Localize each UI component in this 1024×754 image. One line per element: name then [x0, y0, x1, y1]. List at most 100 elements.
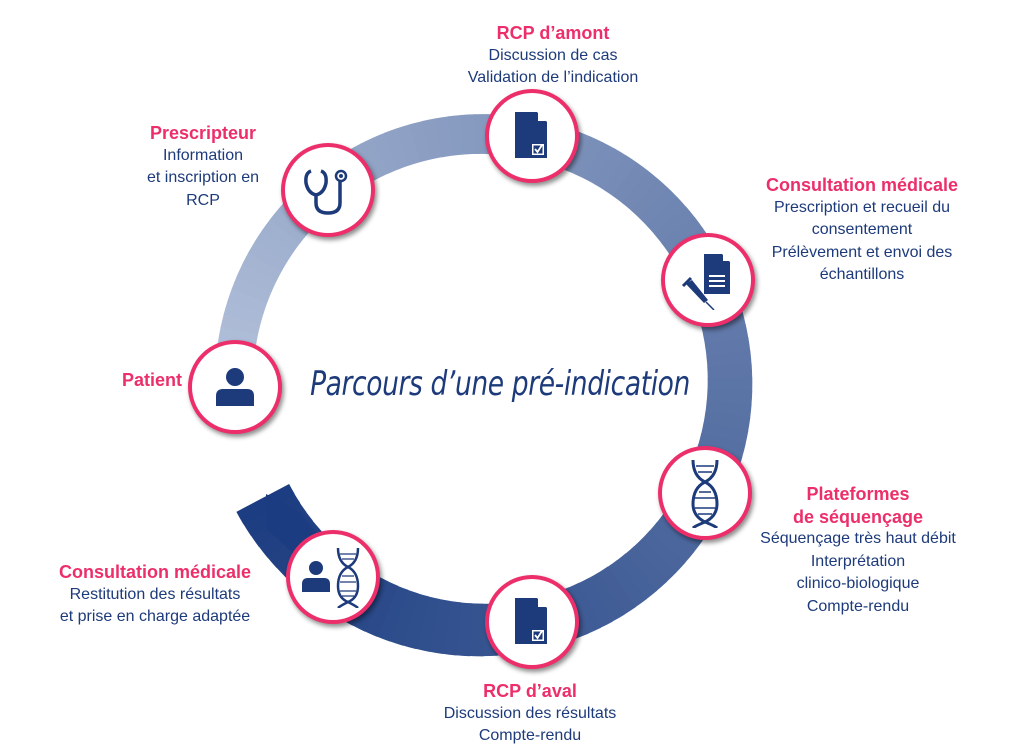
ring-segment	[603, 155, 638, 197]
ring-segment	[646, 196, 687, 235]
ring-segment	[703, 411, 751, 432]
label-prescripteur: Prescripteur Information et inscription …	[147, 122, 259, 212]
ring-segment	[376, 585, 409, 642]
step-line: Séquençage très haut débit	[760, 530, 956, 547]
step-heading: Patient	[121, 370, 183, 390]
step-line: consentement	[811, 221, 913, 238]
document-syringe-icon	[681, 254, 730, 310]
step-heading: Prescripteur	[149, 123, 257, 143]
step-line: RCP	[186, 191, 220, 209]
ring-segment	[220, 313, 261, 336]
ring-segment	[269, 209, 308, 244]
diagram-title: Parcours d’une pré-indication	[310, 364, 690, 404]
ring-segment	[568, 582, 601, 634]
ring-segment	[383, 128, 410, 170]
ring-segment	[371, 132, 399, 174]
ring-segment	[428, 599, 451, 655]
ring-segment	[633, 538, 677, 583]
ring-segment	[460, 114, 477, 155]
ring-segment	[396, 124, 421, 166]
ring-segment	[402, 593, 430, 650]
ring-segment	[654, 206, 695, 244]
step-heading: Consultation médicale	[765, 175, 959, 195]
step-line: Interprétation	[810, 552, 906, 570]
step-line: et inscription en	[146, 169, 260, 186]
ring-segment	[607, 559, 647, 608]
ring-segment	[447, 114, 465, 156]
ring-segment	[223, 301, 264, 325]
step-line: Prescription et recueil du	[773, 198, 951, 216]
ring-segment	[421, 118, 443, 160]
person-icon	[216, 368, 254, 406]
ring-segment	[227, 288, 268, 314]
step-line: Prélèvement et envoi des	[771, 243, 953, 261]
node-patient	[188, 340, 282, 434]
ring-segment	[616, 553, 658, 600]
document-check-icon	[515, 112, 547, 158]
step-heading: Consultation médicale	[58, 562, 252, 582]
step-line: Discussion des résultats	[443, 704, 617, 722]
ring-segment	[621, 170, 659, 211]
ring-segment	[584, 142, 615, 185]
ring-segment	[707, 363, 753, 379]
label-patient: Patient	[122, 369, 182, 392]
ring-segment	[702, 324, 749, 346]
document-check-icon	[515, 598, 547, 644]
step-line: Restitution des résultats	[69, 585, 241, 603]
ring-segment	[261, 219, 301, 253]
step-line: Compte-rendu	[806, 597, 910, 615]
step-heading: RCP d’aval	[483, 681, 577, 701]
step-heading: Plateformes	[806, 484, 910, 504]
ring-segment	[231, 276, 272, 303]
label-consultation-1: Consultation médicale Prescription et re…	[766, 174, 958, 287]
ring-segment	[704, 337, 751, 357]
ring-segment	[455, 602, 473, 657]
ring-segment	[649, 521, 695, 563]
ring-segment	[408, 121, 432, 163]
ring-segment	[434, 116, 454, 158]
node-consultation-2	[286, 530, 380, 624]
ring-segment	[706, 389, 753, 405]
ring-segment	[236, 264, 277, 293]
label-rcp-aval: RCP d’aval Discussion des résultats Comp…	[444, 680, 617, 748]
ring-segment	[630, 178, 669, 219]
ring-segment	[364, 581, 399, 637]
stethoscope-icon	[304, 169, 348, 215]
step-line: Validation de l’indication	[467, 69, 639, 86]
ring-segment	[706, 350, 752, 368]
step-line: et prise en charge adaptée	[59, 608, 251, 625]
ring-segment	[638, 187, 678, 227]
step-heading: de séquençage	[792, 506, 924, 527]
label-plateformes: Plateformes de séquençage Séquençage trè…	[760, 483, 956, 618]
label-rcp-amont: RCP d’amont Discussion de cas Validation…	[468, 22, 638, 90]
node-rcp-amont	[485, 89, 579, 183]
ring-segment	[641, 530, 686, 573]
ring-segment	[359, 138, 389, 179]
ring-segment	[625, 545, 668, 591]
step-line: Information	[162, 146, 244, 164]
label-consultation-2: Consultation médicale Restitution des ré…	[59, 561, 251, 629]
ring-segment	[612, 162, 648, 204]
person-dna-icon	[302, 547, 360, 608]
ring-segment	[254, 230, 294, 262]
ring-segment	[389, 589, 419, 646]
ring-segment	[705, 400, 752, 418]
step-line: Discussion de cas	[488, 46, 618, 64]
step-line: échantillons	[819, 266, 905, 283]
node-prescripteur	[281, 143, 375, 237]
node-plateformes	[658, 446, 752, 540]
ring-segment	[593, 148, 627, 191]
ring-segment	[598, 566, 636, 615]
ring-segment	[241, 252, 282, 282]
step-line: Compte-rendu	[478, 727, 582, 744]
ring-segment	[701, 422, 749, 445]
ring-segment	[247, 241, 288, 272]
dna-icon	[691, 459, 719, 528]
step-heading: RCP d’amont	[496, 23, 610, 43]
ring-segment	[415, 596, 440, 652]
ring-segment	[578, 577, 613, 628]
node-rcp-aval	[485, 575, 579, 669]
ring-segment	[588, 572, 625, 622]
step-line: clinico-biologique	[796, 575, 920, 592]
ring-segment	[442, 601, 462, 656]
